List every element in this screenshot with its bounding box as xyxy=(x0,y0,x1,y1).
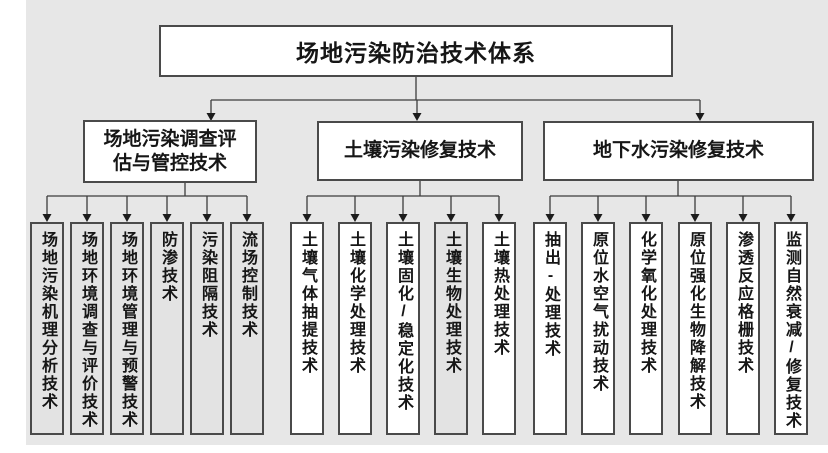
arrow-down-icon xyxy=(122,214,132,222)
leaf-soil-thermal-treatment: 土壤热处理技术 xyxy=(482,222,516,435)
leaf-soil-gas-extraction: 土壤气体抽提技术 xyxy=(290,222,324,435)
root-node-title: 场地污染防治技术体系 xyxy=(159,25,673,77)
arrow-down-icon xyxy=(42,214,52,222)
leaf-pollution-barrier: 污染阻隔技术 xyxy=(190,222,224,435)
arrow-down-icon xyxy=(641,214,651,222)
leaf-soil-biological-treatment: 土壤生物处理技术 xyxy=(434,222,468,435)
leaf-pump-and-treat: 抽出-处理技术 xyxy=(533,222,567,435)
branch-soil-remediation: 土壤污染修复技术 xyxy=(317,121,523,181)
leaf-in-situ-air-sparging: 原位水空气扰动技术 xyxy=(581,222,615,435)
arrow-down-icon xyxy=(786,214,796,222)
leaf-site-pollution-mechanism-analysis: 场地污染机理分析技术 xyxy=(30,222,64,435)
arrow-down-icon xyxy=(206,113,216,121)
leaf-in-situ-enhanced-biodegradation: 原位强化生物降解技术 xyxy=(678,222,712,435)
leaf-monitored-natural-attenuation: 监测自然衰减/修复技术 xyxy=(774,222,808,435)
arrow-down-icon xyxy=(412,113,422,121)
arrow-down-icon xyxy=(302,214,312,222)
leaf-site-env-survey-evaluation: 场地环境调查与评价技术 xyxy=(70,222,104,435)
arrow-down-icon xyxy=(494,214,504,222)
leaf-site-env-management-warning: 场地环境管理与预警技术 xyxy=(110,222,144,435)
arrow-down-icon xyxy=(738,214,748,222)
connector-branch1-to-leaves xyxy=(42,183,252,222)
arrow-down-icon xyxy=(398,214,408,222)
connector-branch2-to-leaves xyxy=(302,181,504,222)
arrow-down-icon xyxy=(545,214,555,222)
arrow-down-icon xyxy=(82,214,92,222)
branch-groundwater-remediation: 地下水污染修复技术 xyxy=(543,121,814,181)
arrow-down-icon xyxy=(350,214,360,222)
leaf-soil-chemical-treatment: 土壤化学处理技术 xyxy=(338,222,372,435)
arrow-down-icon xyxy=(446,214,456,222)
leaf-permeable-reactive-barrier: 渗透反应格栅技术 xyxy=(726,222,760,435)
connector-branch3-to-leaves xyxy=(545,181,796,222)
arrow-down-icon xyxy=(695,113,705,121)
arrow-down-icon xyxy=(593,214,603,222)
arrow-down-icon xyxy=(162,214,172,222)
leaf-anti-seepage: 防渗技术 xyxy=(150,222,184,435)
leaf-chemical-oxidation-treatment: 化学氧化处理技术 xyxy=(629,222,663,435)
arrow-down-icon xyxy=(202,214,212,222)
leaf-flow-field-control: 流场控制技术 xyxy=(230,222,264,435)
arrow-down-icon xyxy=(690,214,700,222)
branch-survey-assessment-control: 场地污染调查评估与管控技术 xyxy=(83,120,257,183)
connector-root-to-branches xyxy=(206,77,705,121)
leaf-soil-solidification-stabilization: 土壤固化/稳定化技术 xyxy=(386,222,420,435)
arrow-down-icon xyxy=(242,214,252,222)
